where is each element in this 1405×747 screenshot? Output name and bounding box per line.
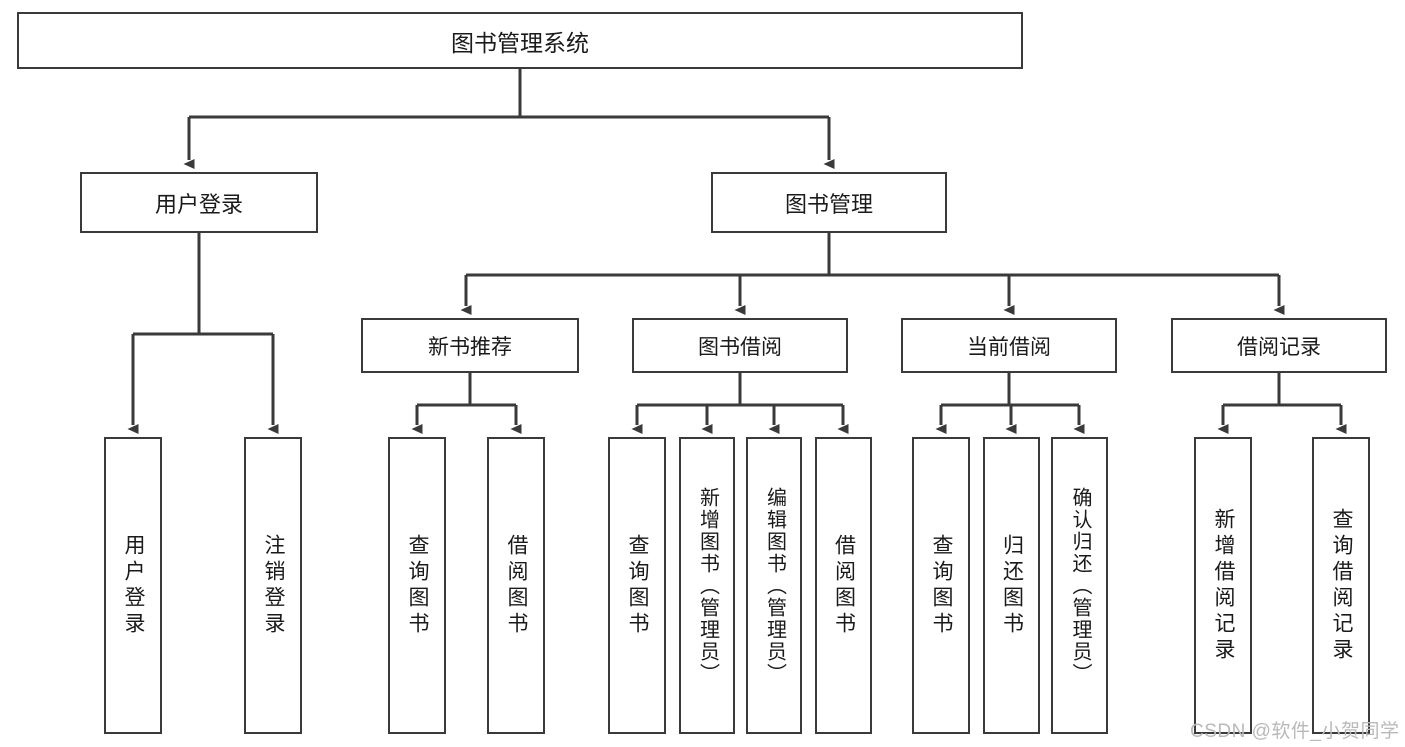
leaf-inner: 新增图书（管理员） [681, 439, 733, 732]
node-root-label: 图书管理系统 [451, 29, 589, 56]
leaf-node-label: 归还图书 [1000, 533, 1024, 638]
node-level3-book-borrow[interactable]: 图书借阅 [632, 318, 848, 373]
leaf-node[interactable]: 借阅图书 [487, 437, 545, 734]
node-level3-current-borrow[interactable]: 当前借阅 [901, 318, 1117, 373]
node-level3-new-book-recommend-label: 新书推荐 [428, 335, 512, 359]
node-root[interactable]: 图书管理系统 [17, 12, 1023, 69]
leaf-node[interactable]: 确认归还（管理员） [1051, 437, 1108, 734]
leaf-node[interactable]: 注销登录 [244, 437, 302, 734]
leaf-node[interactable]: 查询图书 [388, 437, 446, 734]
leaf-inner: 确认归还（管理员） [1053, 439, 1106, 732]
node-level2-user-login-label: 用户登录 [154, 191, 243, 217]
leaf-node-label: 查询图书 [406, 533, 430, 638]
leaf-node-label: 新增图书（管理员） [696, 486, 719, 685]
leaf-inner: 注销登录 [246, 439, 300, 732]
leaf-node[interactable]: 新增图书（管理员） [679, 437, 735, 734]
leaf-inner: 查询图书 [914, 439, 968, 732]
leaf-node-label: 确认归还（管理员） [1069, 486, 1091, 685]
leaf-node[interactable]: 用户登录 [104, 437, 162, 734]
node-level3-borrow-record-label: 借阅记录 [1237, 335, 1321, 359]
leaf-inner: 归还图书 [985, 439, 1038, 732]
leaf-node-label: 借阅图书 [505, 533, 529, 638]
leaf-node[interactable]: 编辑图书（管理员） [746, 437, 802, 734]
leaf-node[interactable]: 查询图书 [608, 437, 666, 734]
leaf-node[interactable]: 查询图书 [912, 437, 970, 734]
csdn-watermark: CSDN @软件_小贺同学 [1190, 721, 1400, 742]
leaf-node[interactable]: 查询借阅记录 [1312, 437, 1370, 734]
leaf-inner: 查询图书 [610, 439, 664, 732]
leaf-inner: 新增借阅记录 [1196, 439, 1250, 732]
node-level2-user-login[interactable]: 用户登录 [80, 172, 318, 233]
leaf-node-label: 查询借阅记录 [1330, 507, 1354, 664]
leaf-node[interactable]: 借阅图书 [815, 437, 872, 734]
leaf-node[interactable]: 新增借阅记录 [1194, 437, 1252, 734]
leaf-inner: 查询图书 [390, 439, 444, 732]
leaf-node-label: 注销登录 [262, 533, 286, 638]
leaf-node-label: 新增借阅记录 [1212, 507, 1236, 664]
leaf-inner: 借阅图书 [817, 439, 870, 732]
leaf-node-label: 用户登录 [122, 533, 146, 638]
node-level2-book-management-label: 图书管理 [784, 191, 873, 217]
node-level3-book-borrow-label: 图书借阅 [698, 335, 782, 359]
leaf-inner: 查询借阅记录 [1314, 439, 1368, 732]
leaf-node-label: 编辑图书（管理员） [763, 486, 786, 685]
leaf-node[interactable]: 归还图书 [983, 437, 1040, 734]
leaf-node-label: 借阅图书 [832, 533, 856, 638]
leaf-inner: 用户登录 [106, 439, 160, 732]
node-level3-borrow-record[interactable]: 借阅记录 [1171, 318, 1387, 373]
leaf-inner: 编辑图书（管理员） [748, 439, 800, 732]
node-level3-new-book-recommend[interactable]: 新书推荐 [361, 318, 579, 373]
leaf-node-label: 查询图书 [626, 533, 650, 638]
node-level3-current-borrow-label: 当前借阅 [967, 335, 1051, 359]
leaf-node-label: 查询图书 [930, 533, 954, 638]
leaf-inner: 借阅图书 [489, 439, 543, 732]
node-level2-book-management[interactable]: 图书管理 [711, 172, 947, 233]
